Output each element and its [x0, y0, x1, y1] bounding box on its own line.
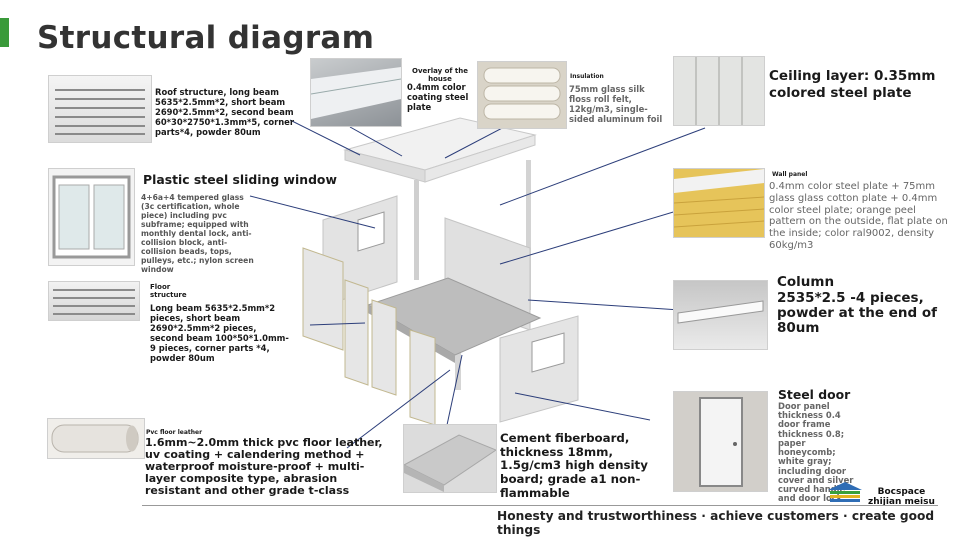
steel-door-photo — [673, 391, 768, 492]
ceiling-panel-photo — [673, 56, 765, 126]
brand-name: Bocspace zhijian meisu — [868, 487, 935, 508]
pvc-roll-photo — [47, 418, 145, 459]
roof-label: Roof structure, long beam 5635*2.5mm*2, … — [155, 87, 294, 137]
floor-body: Long beam 5635*2.5mm*2 pieces, short bea… — [150, 303, 289, 363]
wall-panel-2 — [344, 279, 369, 386]
sliding-window-photo — [48, 168, 135, 266]
window-heading: Plastic steel sliding window — [143, 172, 337, 187]
front-window-opening — [531, 332, 565, 373]
insulation-body: 75mm glass silk floss roll felt, 12kg/m3… — [569, 84, 663, 124]
door-body: Door panel thickness 0.4 door frame thic… — [778, 401, 854, 504]
column-heading: Column — [777, 274, 835, 290]
accent-bar — [0, 18, 9, 47]
column-body: 2535*2.5 -4 pieces, powder at the end of… — [777, 290, 938, 336]
insulation-heading: Insulation — [570, 73, 604, 80]
roof-edge-side — [424, 134, 536, 183]
door-heading: Steel door — [778, 387, 851, 402]
overlay-body: 0.4mm color coating steel plate — [407, 82, 469, 112]
window-body: 4+6a+4 tempered glass (3c certification,… — [141, 193, 254, 274]
insulation-roll-photo — [477, 61, 567, 129]
wall-panel-photo — [673, 168, 765, 238]
overlay-heading: Overlay of the house — [412, 67, 468, 84]
wall-panel-4 — [409, 329, 436, 426]
column-photo — [673, 280, 768, 350]
pvc-body: 1.6mm~2.0mm thick pvc floor leather, uv … — [145, 436, 383, 498]
post — [526, 160, 531, 310]
cement-label: Cement fiberboard, thickness 18mm, 1.5g/… — [500, 431, 648, 500]
footer-slogan: Honesty and trustworthiness · achieve cu… — [497, 509, 935, 537]
roof-beam-photo — [48, 75, 152, 143]
brand-line1: Bocspace — [877, 487, 926, 497]
floor-heading: Floor structure — [150, 283, 187, 300]
window-opening — [357, 211, 385, 252]
brand-logo-icon — [828, 482, 862, 502]
floor-frame-photo — [48, 281, 140, 321]
brand-line2: zhijian meisu — [868, 497, 935, 508]
wall-panel-1 — [302, 247, 344, 351]
wall-panel-3 — [371, 299, 397, 396]
wall-heading: Wall panel — [772, 171, 808, 178]
footer-divider — [142, 505, 938, 506]
overlay-sheet-photo — [310, 58, 402, 127]
page-title: Structural diagram — [37, 20, 375, 56]
cement-board-photo — [403, 424, 497, 493]
ceiling-label: Ceiling layer: 0.35mm colored steel plat… — [769, 68, 936, 101]
pvc-heading: Pvc floor leather — [146, 429, 203, 436]
wall-body: 0.4mm color steel plate + 75mm glass gla… — [769, 181, 948, 251]
post — [414, 180, 419, 280]
